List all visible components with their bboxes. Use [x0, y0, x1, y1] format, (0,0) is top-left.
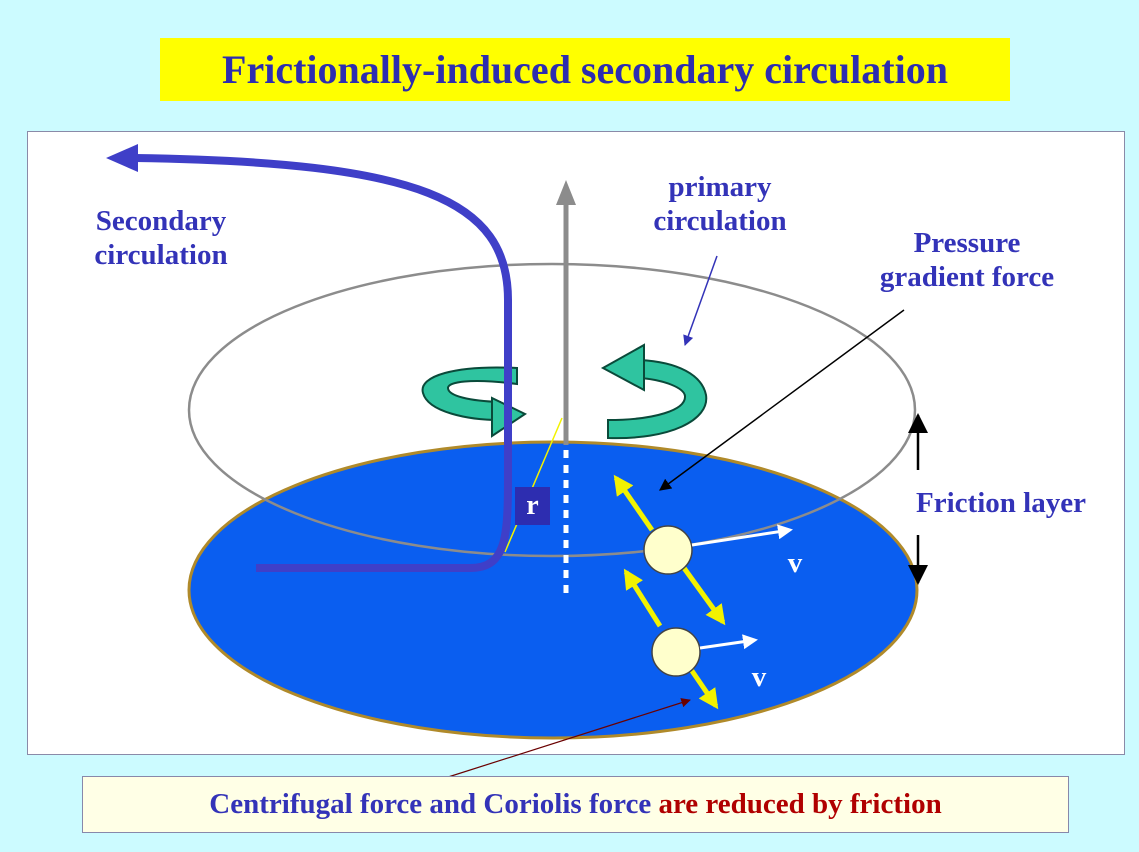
radius-label: r [515, 487, 550, 525]
secondary-label-line2: circulation [94, 239, 228, 271]
upper-velocity-label: v [787, 547, 803, 579]
primary-label-line1: primary [668, 171, 772, 203]
lower-air-parcel [651, 627, 701, 677]
caption-part1: Centrifugal force and Coriolis force [209, 788, 659, 820]
friction-disk [187, 440, 919, 740]
radius-line [504, 417, 563, 553]
upper-layer-outline [187, 262, 917, 558]
caption-part2: are reduced by friction [658, 788, 942, 820]
lower-centrifugal-force-arrow [687, 666, 719, 710]
pressure-label-line2: gradient force [879, 261, 1055, 293]
primary-circulation-pointer [683, 255, 718, 346]
axis-arrowhead [556, 180, 576, 205]
primary-circulation-label: primary circulation [630, 170, 810, 238]
secondary-circulation-label: Secondary circulation [72, 204, 250, 272]
lower-velocity-label: v [751, 661, 767, 693]
caption-pointer [444, 698, 691, 779]
secondary-circulation-arrow [134, 154, 512, 572]
upper-velocity-arrow [691, 524, 793, 547]
pressure-label-line1: Pressure [913, 227, 1021, 259]
friction-layer-label: Friction layer [916, 487, 1086, 519]
upper-pressure-force-arrow [613, 474, 655, 532]
slide-title: Frictionally-induced secondary circulati… [160, 38, 1010, 101]
lower-velocity-arrow [699, 634, 758, 650]
secondary-arrowhead [106, 144, 138, 172]
lower-pressure-force-arrow [623, 568, 663, 628]
upper-air-parcel [643, 525, 693, 575]
caption-box: Centrifugal force and Coriolis force are… [82, 776, 1069, 833]
upper-centrifugal-force-arrow [681, 566, 726, 626]
secondary-label-line1: Secondary [95, 205, 227, 237]
pressure-gradient-pointer [659, 309, 905, 491]
pressure-gradient-label: Pressure gradient force [842, 226, 1092, 294]
right-swirl-arrow-icon [600, 343, 708, 440]
primary-label-line2: circulation [653, 205, 787, 237]
